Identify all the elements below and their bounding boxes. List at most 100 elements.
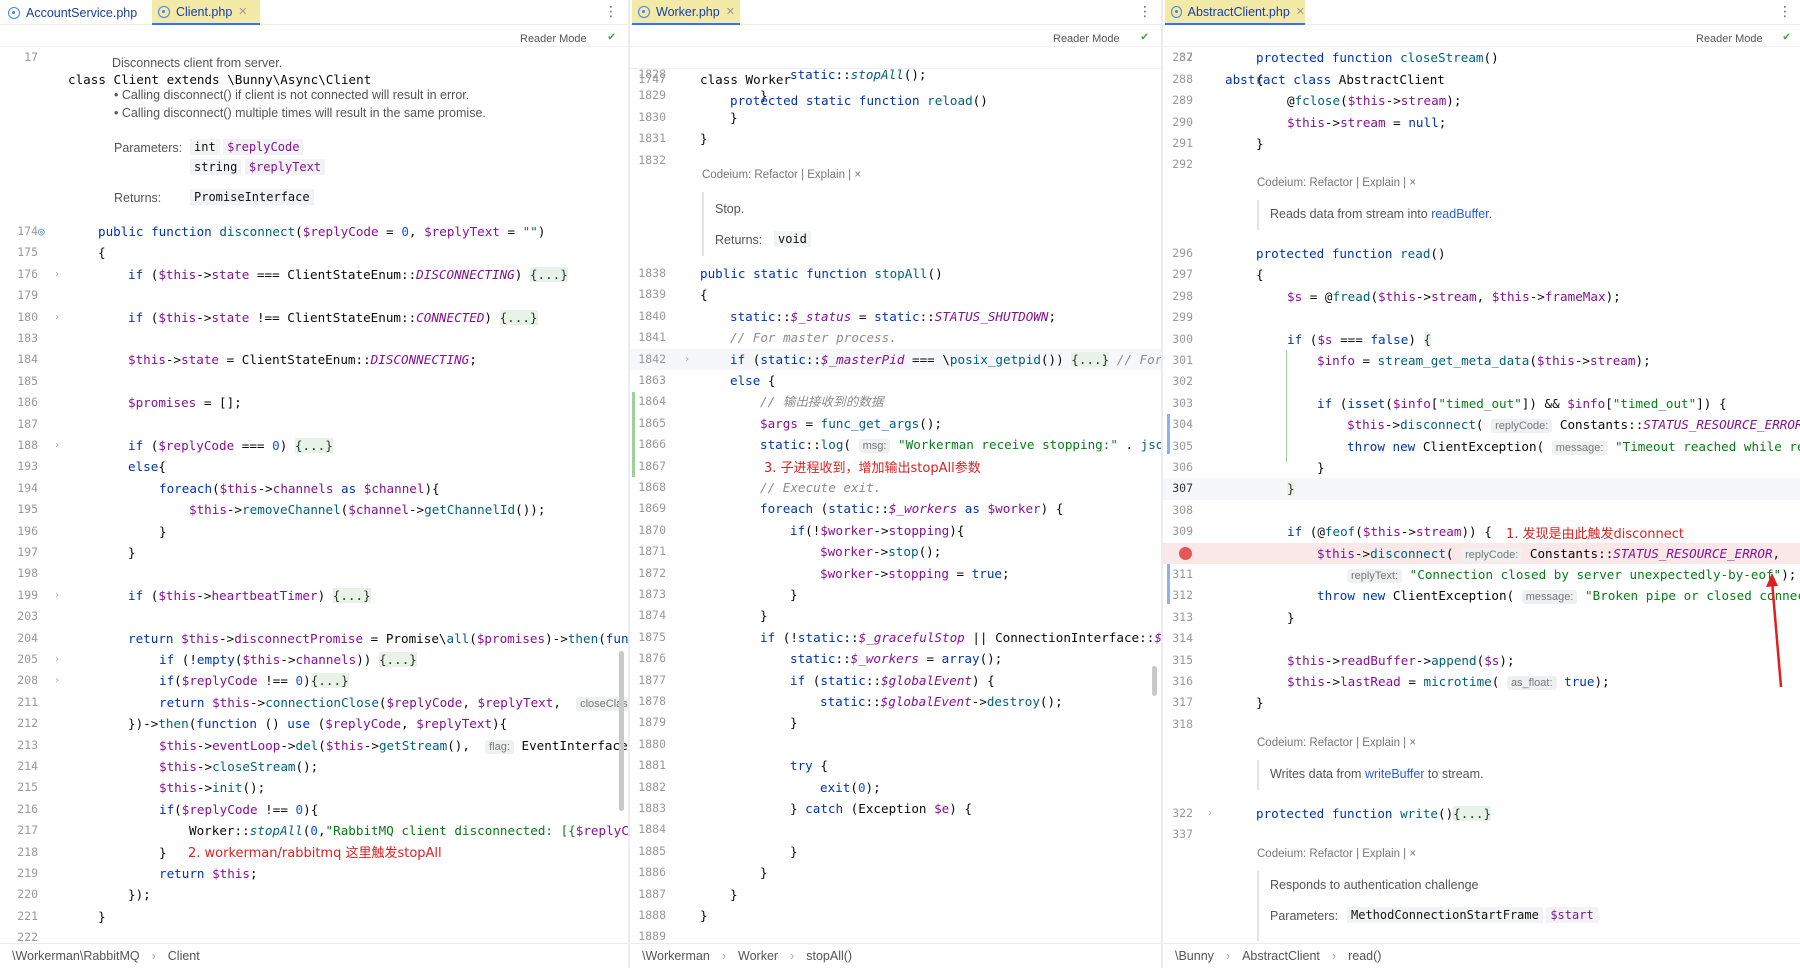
line-number: 1886 [638,865,666,880]
fold-icon[interactable]: › [54,268,61,280]
line-number: 318 [1172,716,1193,731]
code-line: @fclose($this->stream); [1287,93,1462,109]
scrollbar[interactable] [1152,666,1157,696]
more-options-icon[interactable]: ⋮ [1138,3,1152,19]
line-number: 299 [1172,310,1193,325]
breadcrumb-item[interactable]: \Workerman\RabbitMQ [12,949,140,963]
line-number: 1865 [638,415,666,430]
fold-icon[interactable]: › [54,440,61,451]
fold-icon[interactable]: › [684,353,691,365]
fold-icon[interactable]: › [54,589,61,601]
line-number: 1888 [638,908,666,922]
code-line: $this->eventLoop->del($this->getStream()… [159,737,628,754]
breadcrumb-item[interactable]: read() [1348,949,1382,963]
vcs-change-marker[interactable] [1167,564,1170,604]
breakpoint-icon[interactable] [1179,546,1192,560]
line-number: 306 [1172,460,1193,474]
reader-mode-button[interactable]: Reader Mode [520,33,587,45]
pane-divider[interactable] [1161,0,1163,968]
codeium-lens[interactable]: Codeium: Refactor | Explain | × [1257,737,1417,749]
breadcrumb-item[interactable]: Worker [738,949,779,963]
line-number: 218 [17,844,38,859]
fold-icon[interactable]: › [54,311,61,323]
line-number: 1871 [638,544,666,559]
code-line: } [128,545,136,560]
editor-pane-abstractclient[interactable]: AbstractClient.php✕ ⋮ 32 abstract class … [1163,0,1800,968]
editor-pane-worker[interactable]: Worker.php✕ ⋮ 29 class Worker Reader Mod… [630,0,1161,968]
line-number: 302 [1172,374,1193,389]
code-line: if (!empty($this->channels)) {...} [159,652,417,667]
doc-link[interactable]: writeBuffer [1364,767,1425,781]
codeium-lens[interactable]: Codeium: Refactor | Explain | × [1257,177,1417,189]
scrollbar[interactable] [619,651,624,811]
line-number: 337 [1172,827,1193,842]
line-number: 1883 [638,801,666,815]
line-number: 179 [17,288,38,303]
code-line: $this->disconnect( replyCode: Constants:… [1317,545,1781,562]
reader-mode-button[interactable]: Reader Mode [1053,33,1120,45]
doc-rule [702,192,704,256]
vcs-change-marker[interactable] [1167,414,1170,454]
line-number: 1864 [638,394,666,409]
line-number: 175 [17,245,38,260]
doc-summary: Disconnects client from server. [112,56,283,70]
code-line: })->then(function () use ($replyCode, $r… [128,716,508,732]
fold-icon[interactable]: › [54,675,61,687]
doc-params-label: Parameters: [114,141,183,155]
breadcrumb: \Workerman\RabbitMQ › Client [0,943,628,968]
line-number: 183 [17,331,38,345]
line-number: 1830 [630,107,666,128]
code-editor[interactable]: 32 abstract class AbstractClient Reader … [1163,26,1800,943]
sticky-line: 17 class Client extends \Bunny\Async\Cli… [0,26,628,87]
code-line: $this->init(); [159,780,266,796]
line-number: 1832 [638,152,666,167]
doc-summary: Responds to authentication challenge [1270,878,1479,892]
chevron-right-icon: › [790,949,795,963]
code-line: } [1256,136,1264,151]
code-line: } [760,865,768,881]
more-options-icon[interactable]: ⋮ [604,3,618,19]
implements-gutter-icon[interactable]: ◎ [38,225,45,238]
close-icon[interactable]: ✕ [238,6,248,18]
tab-bar: AccountService.php Client.php✕ ⋮ [0,0,628,25]
code-line: $this->closeStream(); [159,759,319,774]
close-icon[interactable]: ✕ [725,6,735,18]
line-number: 1840 [638,308,666,323]
code-line: } [159,523,167,539]
code-line: } [790,587,798,602]
code-line: } [790,715,798,731]
vcs-change-marker[interactable] [632,392,635,477]
more-options-icon[interactable]: ⋮ [1778,3,1792,19]
breadcrumb-item[interactable]: stopAll() [806,949,853,963]
doc-link[interactable]: readBuffer [1431,207,1489,221]
code-line: { [98,245,106,261]
editor-pane-client[interactable]: AccountService.php Client.php✕ ⋮ 17 clas… [0,0,628,968]
reader-mode-button[interactable]: Reader Mode [1696,33,1763,45]
breadcrumb-item[interactable]: \Bunny [1175,949,1214,963]
fold-icon[interactable]: › [1207,808,1214,819]
code-editor[interactable]: 17 class Client extends \Bunny\Async\Cli… [0,26,628,943]
tab-abstractclient[interactable]: AbstractClient.php✕ [1165,0,1305,25]
code-line: public function disconnect($replyCode = … [98,224,546,239]
fold-icon[interactable]: › [54,654,61,665]
code-editor[interactable]: 29 class Worker Reader Mode ✔ 1747 prote… [630,26,1161,943]
chevron-right-icon: › [151,949,156,963]
line-number: 220 [17,887,38,902]
check-icon: ✔ [1141,29,1149,43]
tab-worker[interactable]: Worker.php✕ [632,0,740,25]
line-number: 211 [17,694,38,709]
tab-client[interactable]: Client.php✕ [152,0,260,25]
line-number: 1829 [630,85,666,106]
codeium-lens[interactable]: Codeium: Refactor | Explain | × [1257,848,1417,860]
breadcrumb-item[interactable]: Client [167,949,200,963]
line-number: 185 [17,373,38,388]
sticky-text: abstract class AbstractClient [1225,71,1445,87]
close-icon[interactable]: ✕ [1295,6,1305,18]
doc-bullet: • Calling disconnect() if client is not … [114,88,470,102]
codeium-lens[interactable]: Codeium: Refactor | Explain | × [702,169,862,181]
pane-divider[interactable] [628,0,630,968]
breadcrumb-item[interactable]: AbstractClient [1242,949,1320,963]
breadcrumb-item[interactable]: \Workerman [642,949,710,963]
sticky-text: class Client extends \Bunny\Async\Client [68,71,372,87]
tab-accountservice[interactable]: AccountService.php [2,0,150,25]
